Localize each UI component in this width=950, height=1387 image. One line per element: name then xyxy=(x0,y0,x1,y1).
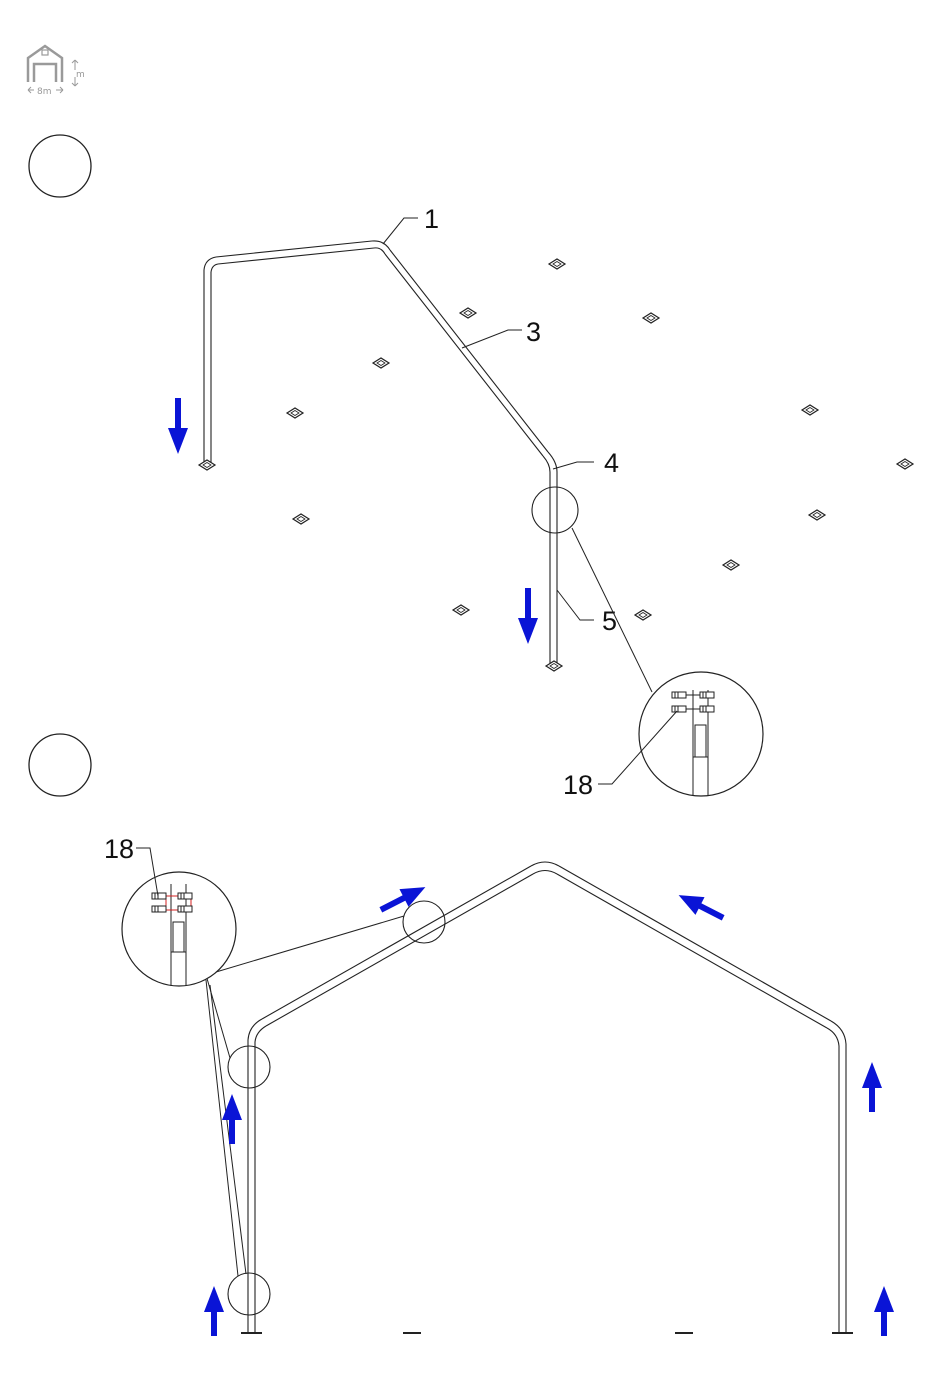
label-part-5: 5 xyxy=(602,606,617,636)
label-part-4: 4 xyxy=(604,448,619,478)
step-1-detail-zoom xyxy=(639,672,763,796)
label-part-18-step2: 18 xyxy=(104,834,134,864)
ground-anchor-plates xyxy=(287,259,913,620)
step-2-detail-rings xyxy=(228,901,445,1315)
label-part-18-step1: 18 xyxy=(563,770,593,800)
step-2-detail-connectors xyxy=(206,916,404,1276)
arrow-up-right-lower xyxy=(874,1286,894,1336)
step-1-detail-connector xyxy=(572,528,652,692)
step-2-circle xyxy=(29,734,91,796)
label-part-3: 3 xyxy=(526,317,541,347)
arrow-up-right-upper xyxy=(862,1062,882,1112)
step-1-leg-base-right xyxy=(546,661,562,671)
tent-size-icon: 8m m xyxy=(28,46,85,97)
arrow-rafter-left xyxy=(376,878,430,919)
down-arrow-right xyxy=(518,588,538,644)
step-2-frame xyxy=(248,862,846,1333)
step-1-leaders xyxy=(383,218,594,620)
step-1-detail-ring xyxy=(532,487,578,533)
label-part-1: 1 xyxy=(424,204,439,234)
step-1-frame xyxy=(204,241,557,664)
down-arrow-left xyxy=(168,398,188,454)
step-2-detail-zoom xyxy=(122,872,236,986)
arrow-up-left-lower xyxy=(204,1286,224,1336)
width-label: 8m xyxy=(37,87,52,97)
step-2-arrows xyxy=(204,878,894,1336)
height-label: m xyxy=(76,70,85,80)
step-1-leg-base-left xyxy=(199,460,215,470)
tent-icon xyxy=(28,46,62,82)
step-1-circle xyxy=(29,135,91,197)
arrow-rafter-right xyxy=(674,886,728,927)
